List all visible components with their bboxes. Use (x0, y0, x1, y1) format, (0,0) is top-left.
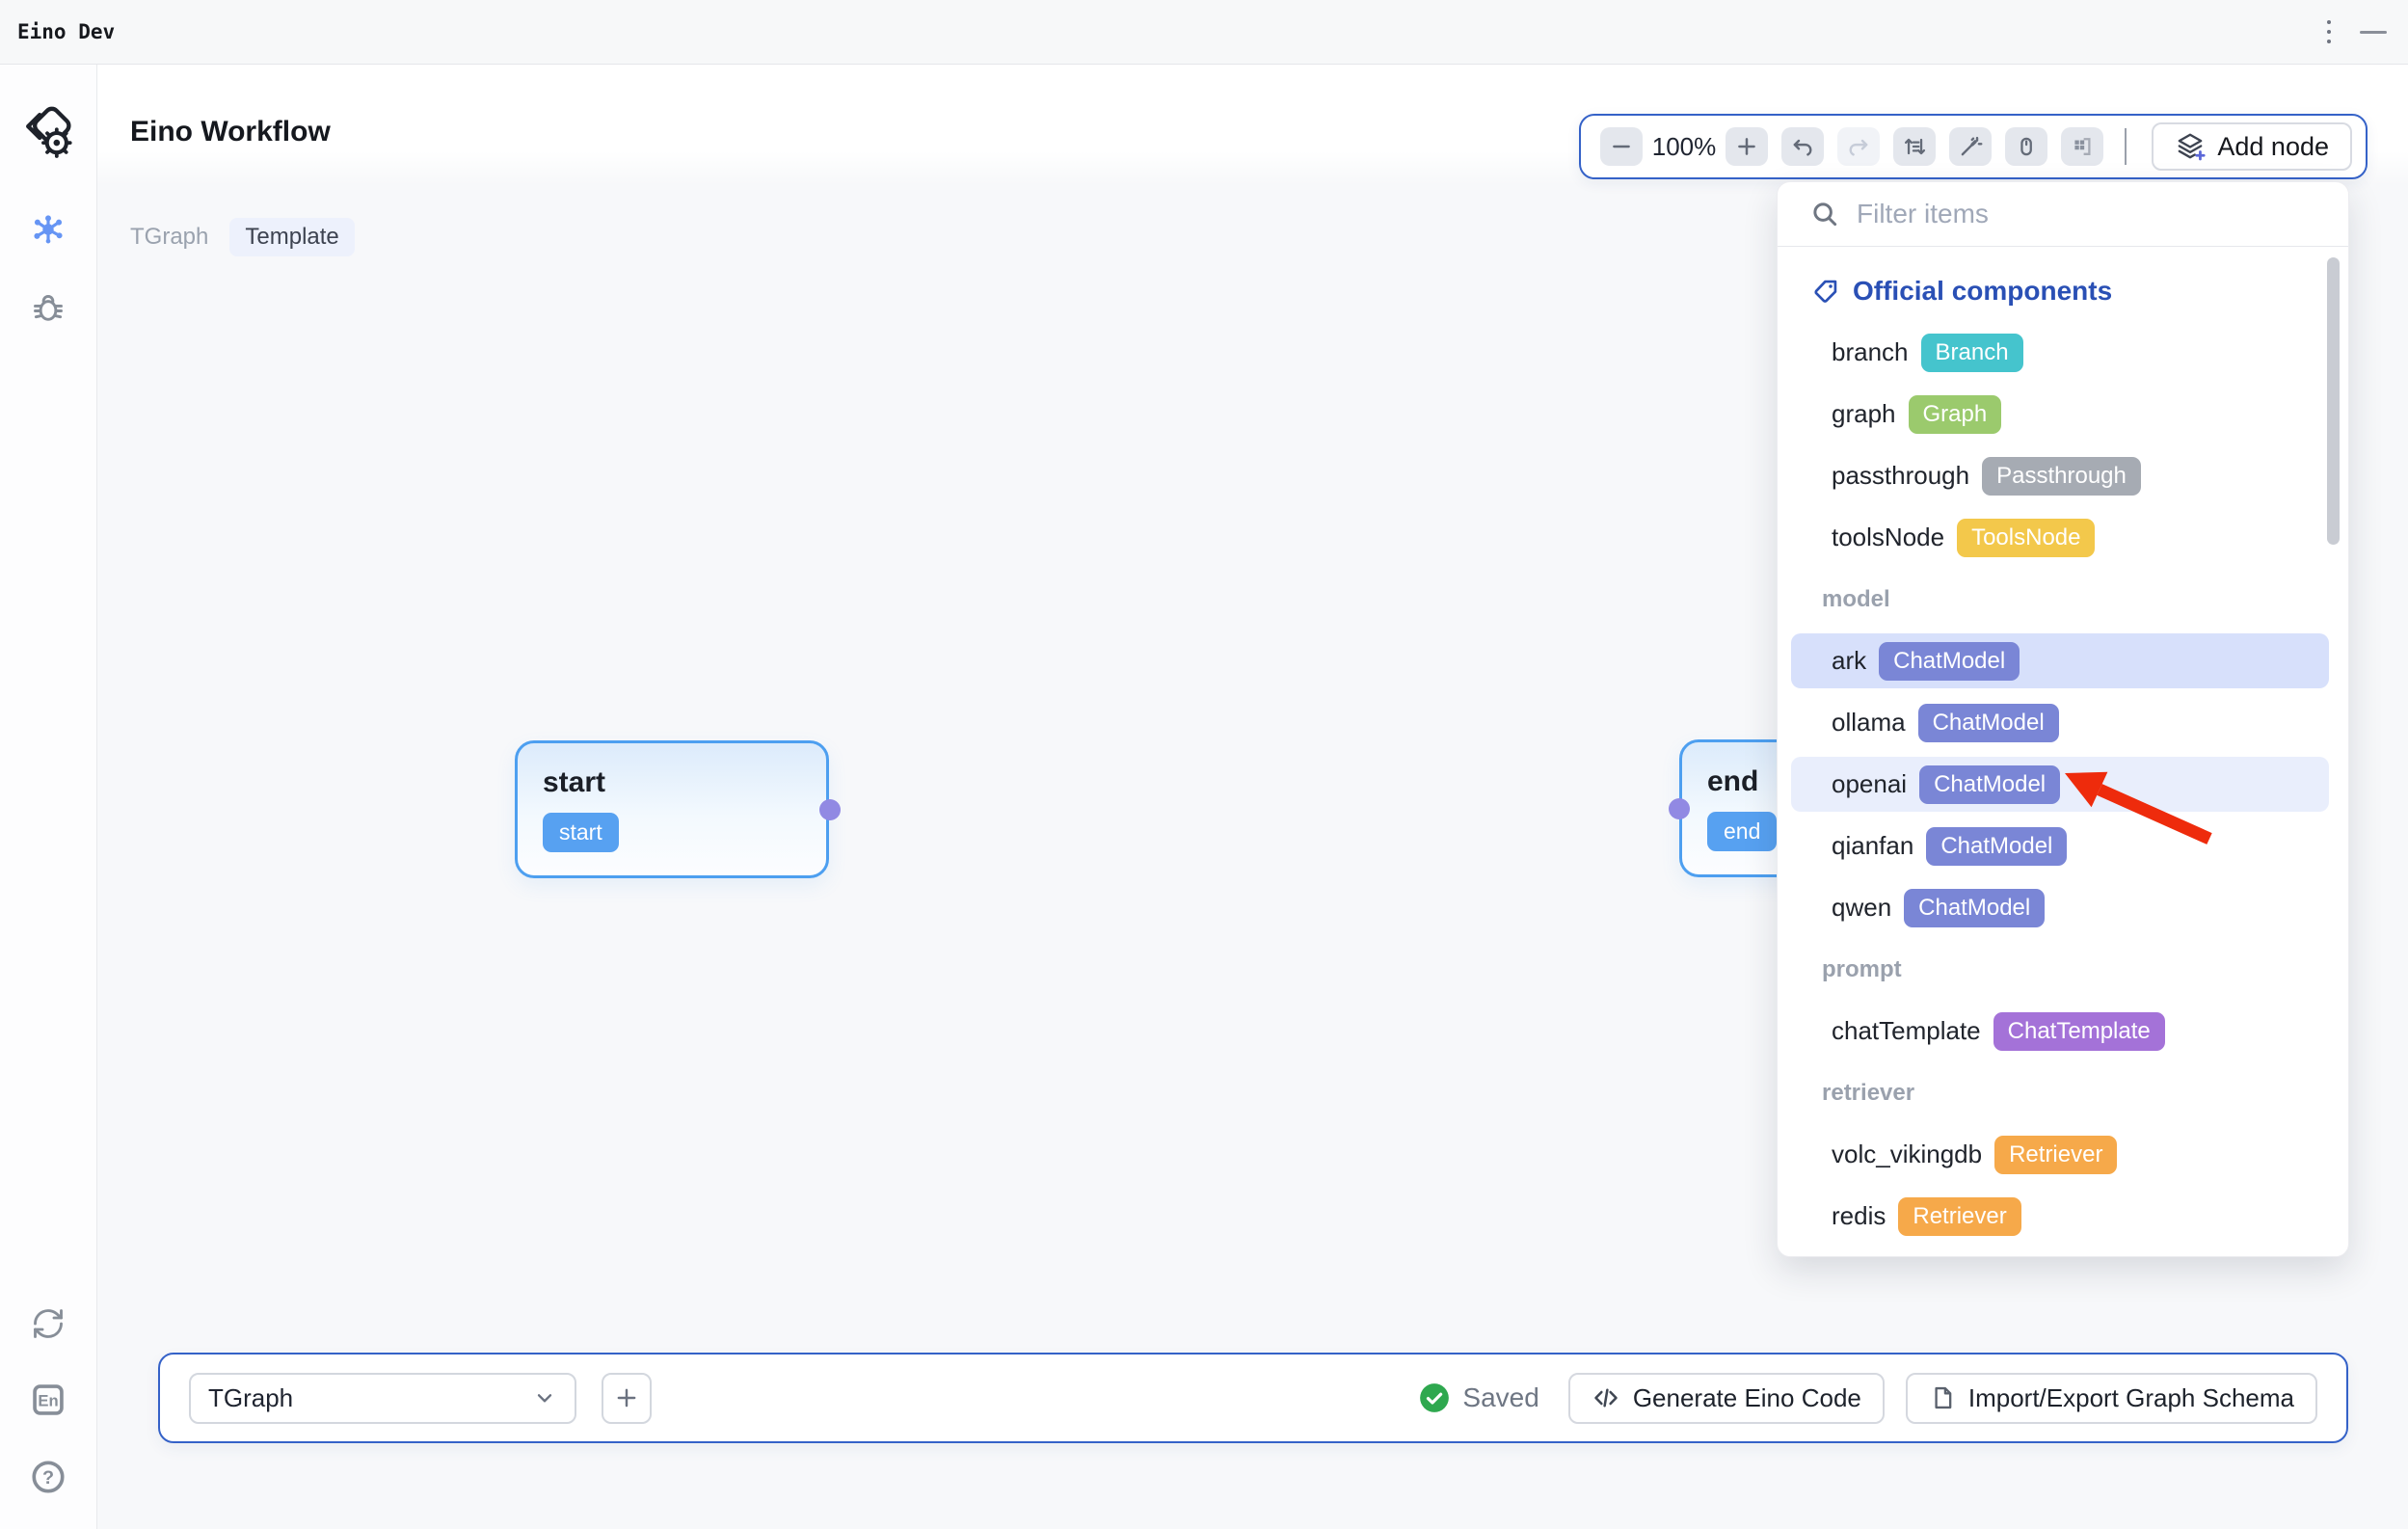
generate-code-button[interactable]: Generate Eino Code (1567, 1372, 1885, 1424)
component-item-chattemplate[interactable]: chatTemplate ChatTemplate (1791, 1004, 2329, 1059)
language-icon[interactable]: En (30, 1381, 67, 1418)
start-node[interactable]: start start (515, 740, 829, 878)
window-titlebar: Eino Dev (0, 0, 2408, 65)
mouse-settings-button[interactable] (2005, 127, 2047, 166)
layers-plus-icon (2179, 133, 2206, 161)
component-type-badge: Retriever (1898, 1196, 2021, 1236)
zoom-level: 100% (1651, 131, 1717, 161)
canvas-toolbar: 100% (1579, 114, 2368, 179)
component-type-badge: ChatModel (1919, 764, 2061, 804)
component-type-badge: Passthrough (1982, 456, 2141, 496)
filter-search-row (1778, 182, 2348, 247)
tag-icon (1814, 280, 1837, 303)
save-status-label: Saved (1462, 1382, 1539, 1412)
component-group-prompt: prompt (1822, 955, 1902, 982)
component-item-graph[interactable]: graph Graph (1791, 387, 2329, 442)
component-item-passthrough[interactable]: passthrough Passthrough (1791, 448, 2329, 503)
component-item-redis[interactable]: redis Retriever (1791, 1189, 2329, 1244)
save-status: Saved (1419, 1382, 1539, 1413)
help-icon[interactable]: ? (30, 1459, 67, 1495)
component-type-badge: ChatModel (1917, 703, 2059, 742)
component-group-model: model (1822, 585, 1890, 612)
toolbar-divider (2125, 128, 2127, 165)
document-icon (1935, 1386, 1952, 1409)
check-circle-icon (1420, 1383, 1450, 1412)
components-list: Official components branch Branch graph … (1778, 247, 2348, 1256)
plus-icon (617, 1388, 636, 1408)
component-item-branch[interactable]: branch Branch (1791, 325, 2329, 380)
refresh-icon[interactable] (31, 1306, 66, 1341)
component-type-badge: ToolsNode (1957, 518, 2096, 557)
start-node-badge: start (543, 813, 619, 852)
sidebar: En ? (0, 65, 97, 1529)
end-node-title: end (1707, 765, 1759, 797)
eino-logo (20, 105, 76, 161)
minimize-icon[interactable] (2360, 30, 2387, 34)
auto-layout-button[interactable] (1893, 127, 1936, 166)
component-type-badge: Retriever (1994, 1135, 2118, 1174)
component-type-badge: Branch (1920, 333, 2023, 372)
component-item-volc-vikingdb[interactable]: volc_vikingdb Retriever (1791, 1127, 2329, 1182)
add-node-button[interactable]: Add node (2152, 122, 2352, 171)
code-icon (1594, 1388, 1618, 1408)
start-node-output-port[interactable] (819, 799, 841, 820)
workflow-nav-icon[interactable] (30, 211, 67, 248)
panel-scrollbar[interactable] (2327, 257, 2340, 545)
components-panel: Official components branch Branch graph … (1777, 181, 2349, 1257)
component-group-retriever: retriever (1822, 1079, 1915, 1106)
component-type-badge: ChatModel (1926, 826, 2068, 866)
import-export-button[interactable]: Import/Export Graph Schema (1905, 1372, 2317, 1424)
add-node-label: Add node (2217, 131, 2329, 161)
add-graph-button[interactable] (602, 1372, 652, 1424)
component-item-toolsnode[interactable]: toolsNode ToolsNode (1791, 510, 2329, 565)
end-node-badge: end (1707, 812, 1778, 851)
chevron-down-icon (537, 1394, 552, 1403)
graph-tab-label[interactable]: TGraph (130, 224, 209, 250)
graph-select[interactable]: TGraph (189, 1372, 576, 1424)
kebab-menu-icon[interactable] (2323, 16, 2335, 47)
official-components-header: Official components (1791, 263, 2329, 318)
debug-bug-icon[interactable] (31, 289, 66, 324)
component-type-badge: ChatTemplate (1993, 1011, 2165, 1051)
help-label: ? (42, 1467, 54, 1489)
zoom-out-button[interactable] (1600, 127, 1643, 166)
start-node-title: start (543, 766, 606, 798)
component-item-ark[interactable]: ark ChatModel (1791, 633, 2329, 688)
component-type-badge: ChatModel (1879, 641, 2020, 681)
bottom-bar: TGraph Saved Generate Eino (158, 1353, 2348, 1443)
undo-button[interactable] (1781, 127, 1824, 166)
component-item-openai[interactable]: openai ChatModel (1791, 757, 2329, 812)
zoom-in-button[interactable] (1726, 127, 1768, 166)
template-badge[interactable]: Template (229, 218, 355, 256)
component-item-ollama[interactable]: ollama ChatModel (1791, 695, 2329, 750)
layout-panel-button[interactable] (2061, 127, 2103, 166)
component-type-badge: ChatModel (1904, 888, 2046, 927)
language-label: En (38, 1392, 58, 1410)
filter-items-input[interactable] (1857, 199, 2323, 229)
component-type-badge: Graph (1908, 394, 2002, 434)
graph-select-value: TGraph (208, 1382, 294, 1412)
page-title: Eino Workflow (130, 116, 331, 148)
end-node-input-port[interactable] (1669, 798, 1690, 819)
component-item-qianfan[interactable]: qianfan ChatModel (1791, 818, 2329, 873)
search-icon (1813, 202, 1837, 227)
redo-button[interactable] (1837, 127, 1880, 166)
component-item-qwen[interactable]: qwen ChatModel (1791, 880, 2329, 935)
window-title: Eino Dev (17, 20, 116, 43)
magic-wand-button[interactable] (1949, 127, 1992, 166)
